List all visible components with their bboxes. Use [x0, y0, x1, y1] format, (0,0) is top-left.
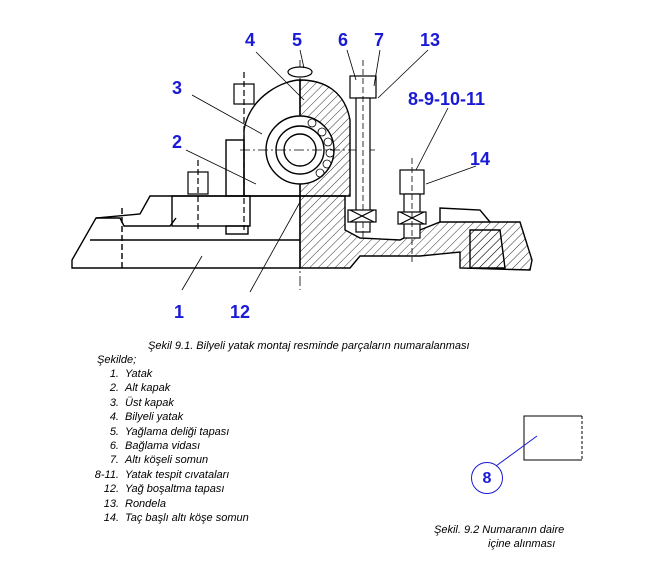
legend-item-label: Rondela: [125, 497, 166, 510]
legend-item-number: 3.: [109, 396, 119, 409]
callout-13: 13: [420, 30, 441, 50]
legend-item: 13. Rondela: [84, 498, 166, 510]
legend-item: 7. Altı köşeli somun: [84, 454, 208, 466]
legend-item: 12. Yağ boşaltma tapası: [84, 483, 225, 496]
legend-item-label: Bilyeli yatak: [125, 411, 184, 424]
legend-item: 5. Yağlama deliği tapası: [84, 425, 230, 438]
callout-12: 12: [230, 302, 251, 322]
legend-item-label: Alt kapak: [125, 382, 171, 395]
figure2-caption-line1: Şekil. 9.2 Numaranın daire: [434, 524, 565, 536]
left-bolt: [187, 72, 255, 230]
legend-item-number: 13.: [103, 497, 119, 510]
legend-item-number: 5.: [109, 425, 119, 438]
right-bolt: [287, 60, 427, 262]
legend-item-label: Yağlama deliği tapası: [125, 425, 230, 438]
legend-item-number: 7.: [109, 454, 119, 467]
figure2-caption-line2: içine alınması: [488, 538, 556, 550]
legend-item-label: Yağ boşaltma tapası: [125, 483, 225, 496]
legend-item-label: Üst kapak: [125, 396, 174, 409]
housing-base: [71, 195, 301, 269]
callout-5: 5: [292, 30, 303, 50]
callout-4: 4: [245, 30, 256, 50]
legend-item-label: Yatak tespit cıvataları: [125, 468, 230, 481]
legend-item-number: 4.: [109, 411, 119, 424]
legend-item-number: 12.: [103, 483, 119, 496]
legend-item: 6. Bağlama vidası: [84, 440, 200, 452]
figure2-box: [495, 415, 583, 467]
callout-6: 6: [338, 30, 349, 50]
legend-item-label: Taç başlı altı köşe somun: [125, 512, 249, 524]
callout-14: 14: [470, 149, 491, 169]
legend-item-number: 6.: [109, 440, 119, 452]
callout-3: 3: [172, 78, 183, 98]
legend-item: 2. Alt kapak: [84, 382, 170, 394]
legend-item: 3. Üst kapak: [84, 397, 174, 409]
legend-item: 14. Taç başlı altı köşe somun: [84, 512, 249, 524]
callout-2: 2: [172, 132, 183, 152]
legend-item-number: 2.: [109, 382, 119, 395]
numbered-circle: 8: [471, 462, 503, 494]
legend-item-label: Yatak: [125, 368, 153, 380]
callout-1: 1: [174, 302, 185, 322]
figure1-caption: Şekil 9.1. Bilyeli yatak montaj resminde…: [148, 340, 470, 352]
legend-item-number: 1.: [109, 368, 119, 380]
callout-7: 7: [374, 30, 385, 50]
legend-item-number: 8-11.: [94, 468, 119, 481]
legend-item-number: 14.: [103, 512, 119, 524]
callout-8-9-10-11: 8-9-10-11: [408, 89, 486, 109]
legend-item: 1. Yatak: [84, 368, 153, 380]
bearing-cap: [225, 79, 375, 197]
legend-heading: Şekilde;: [97, 354, 137, 366]
legend-item-label: Bağlama vidası: [125, 440, 201, 452]
legend-item-label: Altı köşeli somun: [125, 454, 209, 467]
legend-item: 8-11. Yatak tespit cıvataları: [84, 468, 230, 481]
leader-lines: [181, 49, 477, 293]
legend-item: 4. Bilyeli yatak: [84, 411, 183, 423]
